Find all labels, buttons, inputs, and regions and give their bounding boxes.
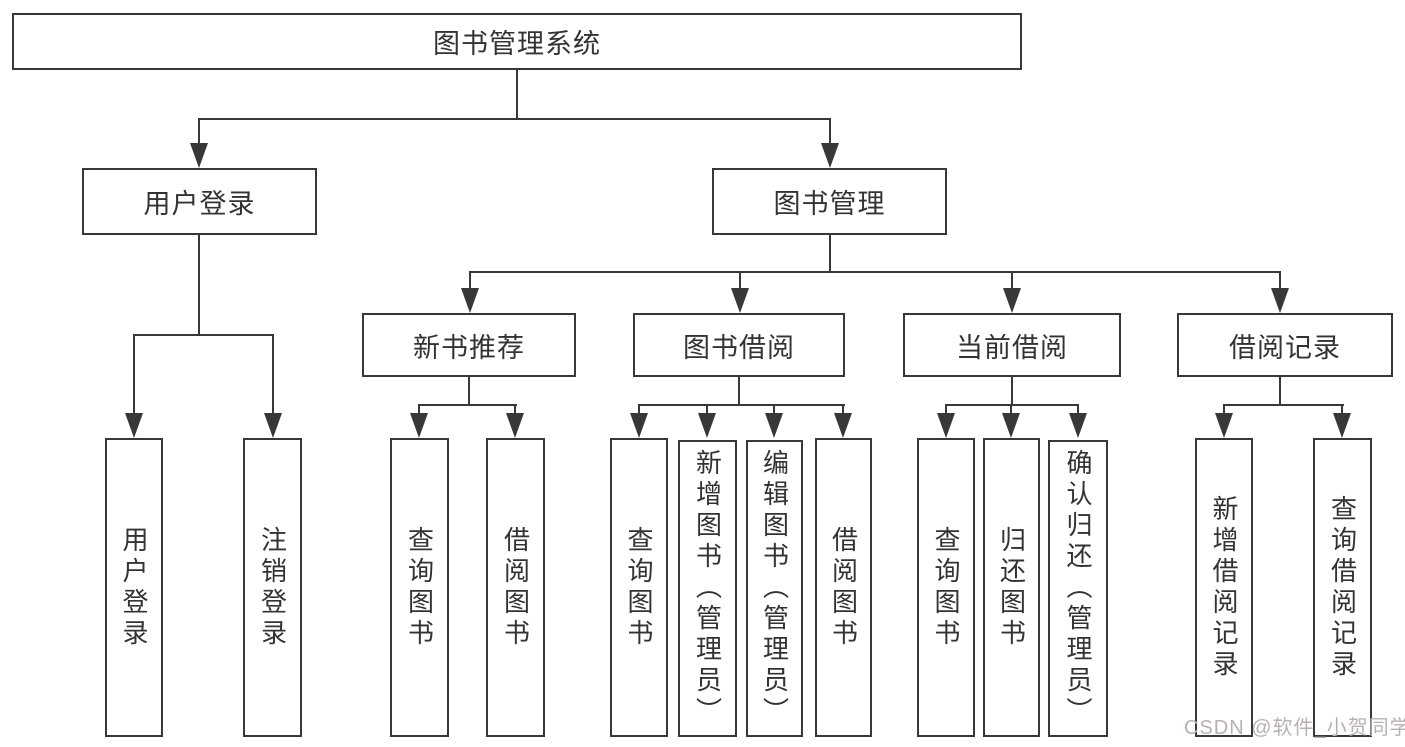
leaf-add-borrow-record: 新增借阅记录: [1195, 438, 1253, 737]
connector-line: [468, 377, 470, 406]
leaf-return-book: 归还图书: [983, 438, 1040, 737]
connector-line: [945, 404, 1079, 406]
connector-line: [1279, 377, 1281, 406]
connector-line: [773, 405, 775, 415]
connector-line: [198, 119, 200, 147]
connector-line: [198, 235, 200, 336]
node-book-borrow: 图书借阅: [633, 313, 845, 377]
arrowhead-down-icon: [821, 143, 839, 168]
node-current-borrow: 当前借阅: [903, 313, 1121, 377]
arrowhead-down-icon: [1003, 288, 1021, 313]
leaf-query-borrow-record: 查询借阅记录: [1313, 438, 1372, 737]
connector-line: [133, 334, 274, 336]
arrowhead-down-icon: [630, 413, 648, 438]
connector-line: [1010, 405, 1012, 415]
connector-line: [418, 405, 420, 415]
arrowhead-down-icon: [1002, 413, 1020, 438]
connector-line: [638, 404, 845, 406]
leaf-add-book-admin: 新增图书（管理员）: [678, 440, 737, 737]
leaf-logout: 注销登录: [243, 438, 302, 737]
arrowhead-down-icon: [834, 413, 852, 438]
leaf-edit-book-admin: 编辑图书（管理员）: [746, 440, 803, 737]
connector-line: [1223, 405, 1225, 415]
connector-line: [638, 405, 640, 415]
node-user-login: 用户登录: [82, 168, 317, 235]
arrowhead-down-icon: [698, 413, 716, 438]
leaf-confirm-return-admin: 确认归还（管理员）: [1048, 440, 1108, 737]
leaf-query-books-borrow: 查询图书: [610, 438, 668, 737]
connector-line: [514, 405, 516, 415]
arrowhead-down-icon: [937, 413, 955, 438]
connector-line: [1011, 272, 1013, 290]
csdn-watermark: CSDN @软件_小贺同学: [1184, 717, 1405, 739]
node-root: 图书管理系统: [12, 13, 1022, 70]
connector-line: [133, 335, 135, 415]
connector-line: [272, 335, 274, 415]
arrowhead-down-icon: [125, 413, 143, 438]
leaf-borrow-books: 借阅图书: [815, 438, 872, 737]
connector-line: [1077, 405, 1079, 415]
leaf-user-login: 用户登录: [105, 438, 163, 737]
leaf-query-books-recommend: 查询图书: [390, 438, 449, 737]
leaf-query-books-current: 查询图书: [917, 438, 975, 737]
arrowhead-down-icon: [1333, 413, 1351, 438]
connector-line: [945, 405, 947, 415]
arrowhead-down-icon: [190, 143, 208, 168]
connector-line: [1341, 405, 1343, 415]
connector-line: [829, 119, 831, 147]
connector-line: [469, 271, 1281, 273]
arrowhead-down-icon: [410, 413, 428, 438]
arrowhead-down-icon: [506, 413, 524, 438]
connector-line: [469, 272, 471, 290]
arrowhead-down-icon: [1215, 413, 1233, 438]
arrowhead-down-icon: [1069, 413, 1087, 438]
connector-line: [198, 118, 831, 120]
connector-line: [1223, 404, 1344, 406]
connector-line: [706, 405, 708, 415]
connector-line: [829, 235, 831, 273]
connector-line: [738, 377, 740, 406]
arrowhead-down-icon: [1271, 288, 1289, 313]
arrowhead-down-icon: [731, 288, 749, 313]
arrowhead-down-icon: [765, 413, 783, 438]
leaf-borrow-books-recommend: 借阅图书: [486, 438, 545, 737]
node-borrow-records: 借阅记录: [1177, 313, 1393, 377]
connector-line: [739, 272, 741, 290]
node-new-book-recommend: 新书推荐: [362, 313, 576, 377]
connector-line: [418, 404, 517, 406]
connector-line: [1011, 377, 1013, 406]
connector-line: [516, 70, 518, 118]
node-book-management: 图书管理: [712, 168, 947, 235]
arrowhead-down-icon: [461, 288, 479, 313]
connector-line: [842, 405, 844, 415]
arrowhead-down-icon: [264, 413, 282, 438]
connector-line: [1279, 272, 1281, 290]
